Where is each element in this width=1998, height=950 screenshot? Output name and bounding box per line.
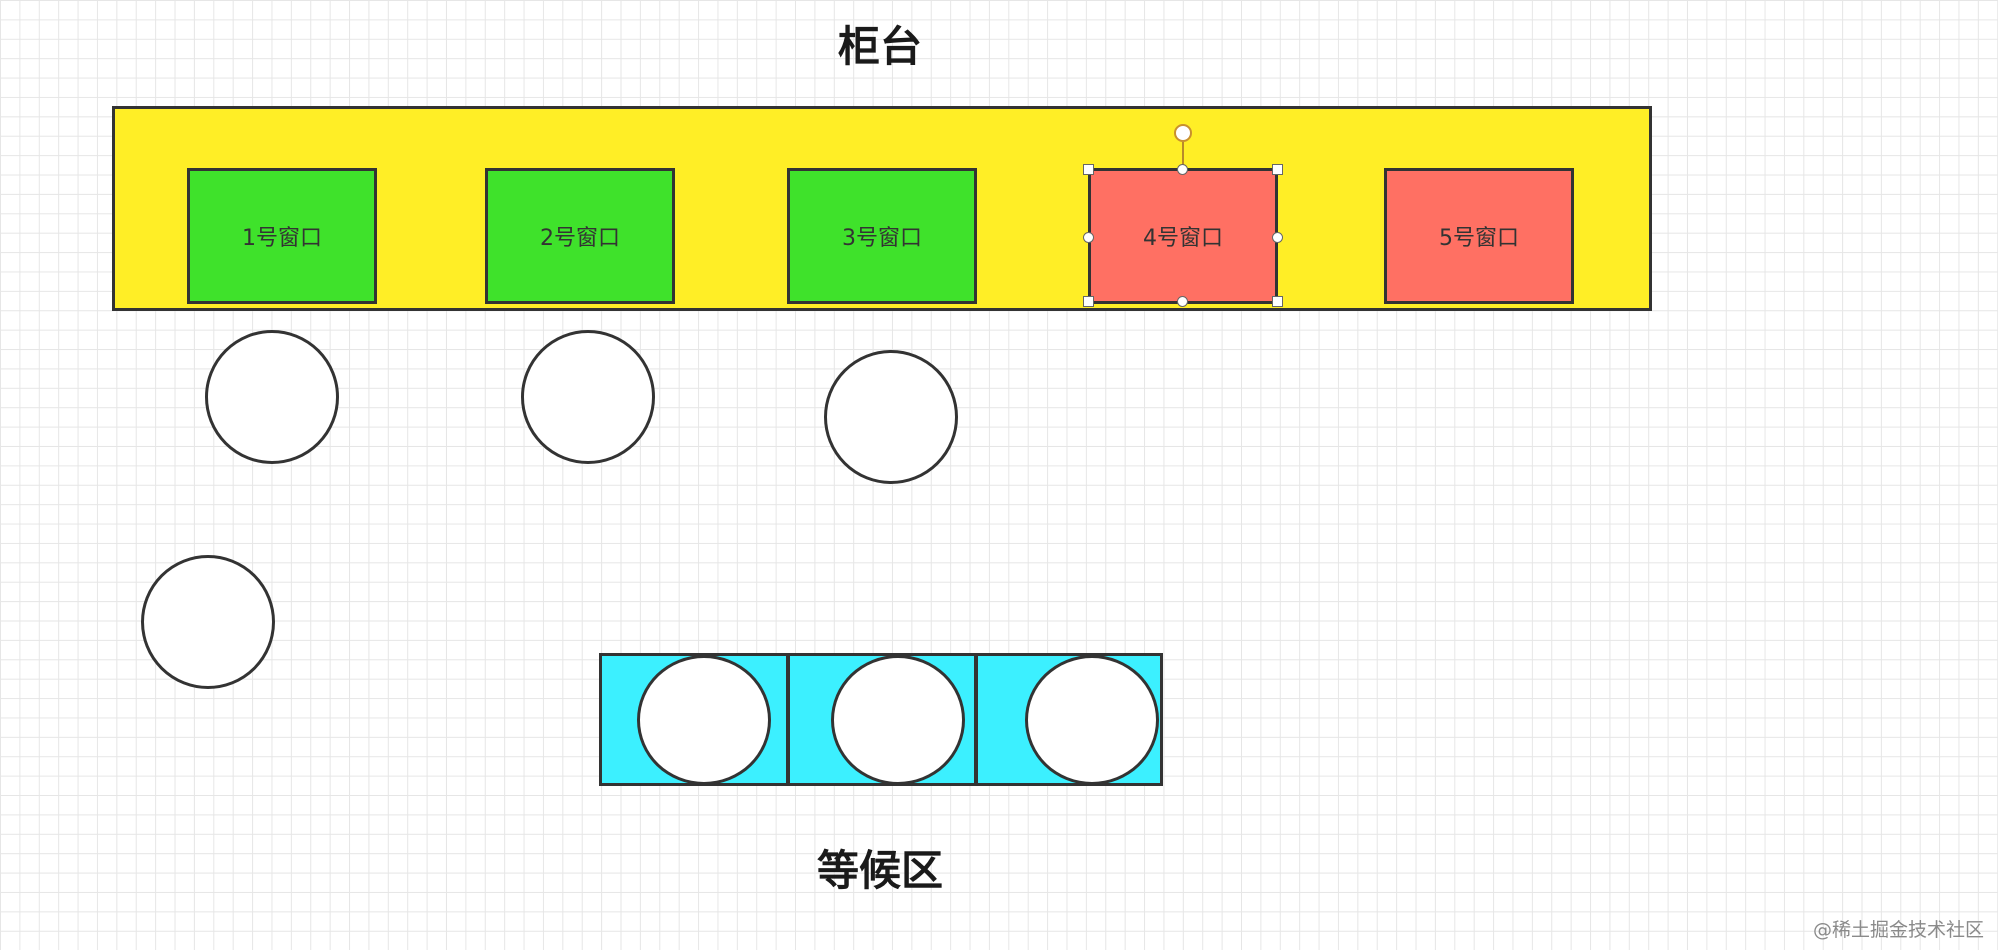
waiting-person-1[interactable]: [637, 655, 771, 785]
window-5[interactable]: 5号窗口: [1384, 168, 1574, 304]
waiting-person-2[interactable]: [831, 655, 965, 785]
counter-title: 柜台: [837, 22, 922, 71]
person-circle-1[interactable]: [205, 330, 339, 464]
window-3-label: 3号窗口: [842, 226, 922, 251]
waiting-slot-divider: [786, 653, 790, 786]
window-1-label: 1号窗口: [242, 226, 322, 251]
window-5-label: 5号窗口: [1439, 226, 1519, 251]
window-3[interactable]: 3号窗口: [787, 168, 977, 304]
waiting-area-title: 等候区: [816, 846, 943, 895]
resize-handle-top[interactable]: [1177, 164, 1188, 175]
waiting-slot-divider: [974, 653, 978, 786]
resize-handle-bottom-right[interactable]: [1272, 296, 1283, 307]
window-1[interactable]: 1号窗口: [187, 168, 377, 304]
window-4[interactable]: 4号窗口: [1088, 168, 1278, 304]
resize-handle-top-right[interactable]: [1272, 164, 1283, 175]
resize-handle-top-left[interactable]: [1083, 164, 1094, 175]
window-4-label: 4号窗口: [1143, 226, 1223, 251]
person-circle-4[interactable]: [141, 555, 275, 689]
resize-handle-bottom[interactable]: [1177, 296, 1188, 307]
watermark: @稀土掘金技术社区: [1812, 919, 1984, 941]
person-circle-2[interactable]: [521, 330, 655, 464]
window-2[interactable]: 2号窗口: [485, 168, 675, 304]
person-circle-3[interactable]: [824, 350, 958, 484]
rotate-handle-stem: [1182, 142, 1184, 170]
waiting-person-3[interactable]: [1025, 655, 1159, 785]
resize-handle-bottom-left[interactable]: [1083, 296, 1094, 307]
window-2-label: 2号窗口: [540, 226, 620, 251]
resize-handle-right[interactable]: [1272, 232, 1283, 243]
resize-handle-left[interactable]: [1083, 232, 1094, 243]
rotate-handle-icon[interactable]: [1174, 124, 1192, 142]
